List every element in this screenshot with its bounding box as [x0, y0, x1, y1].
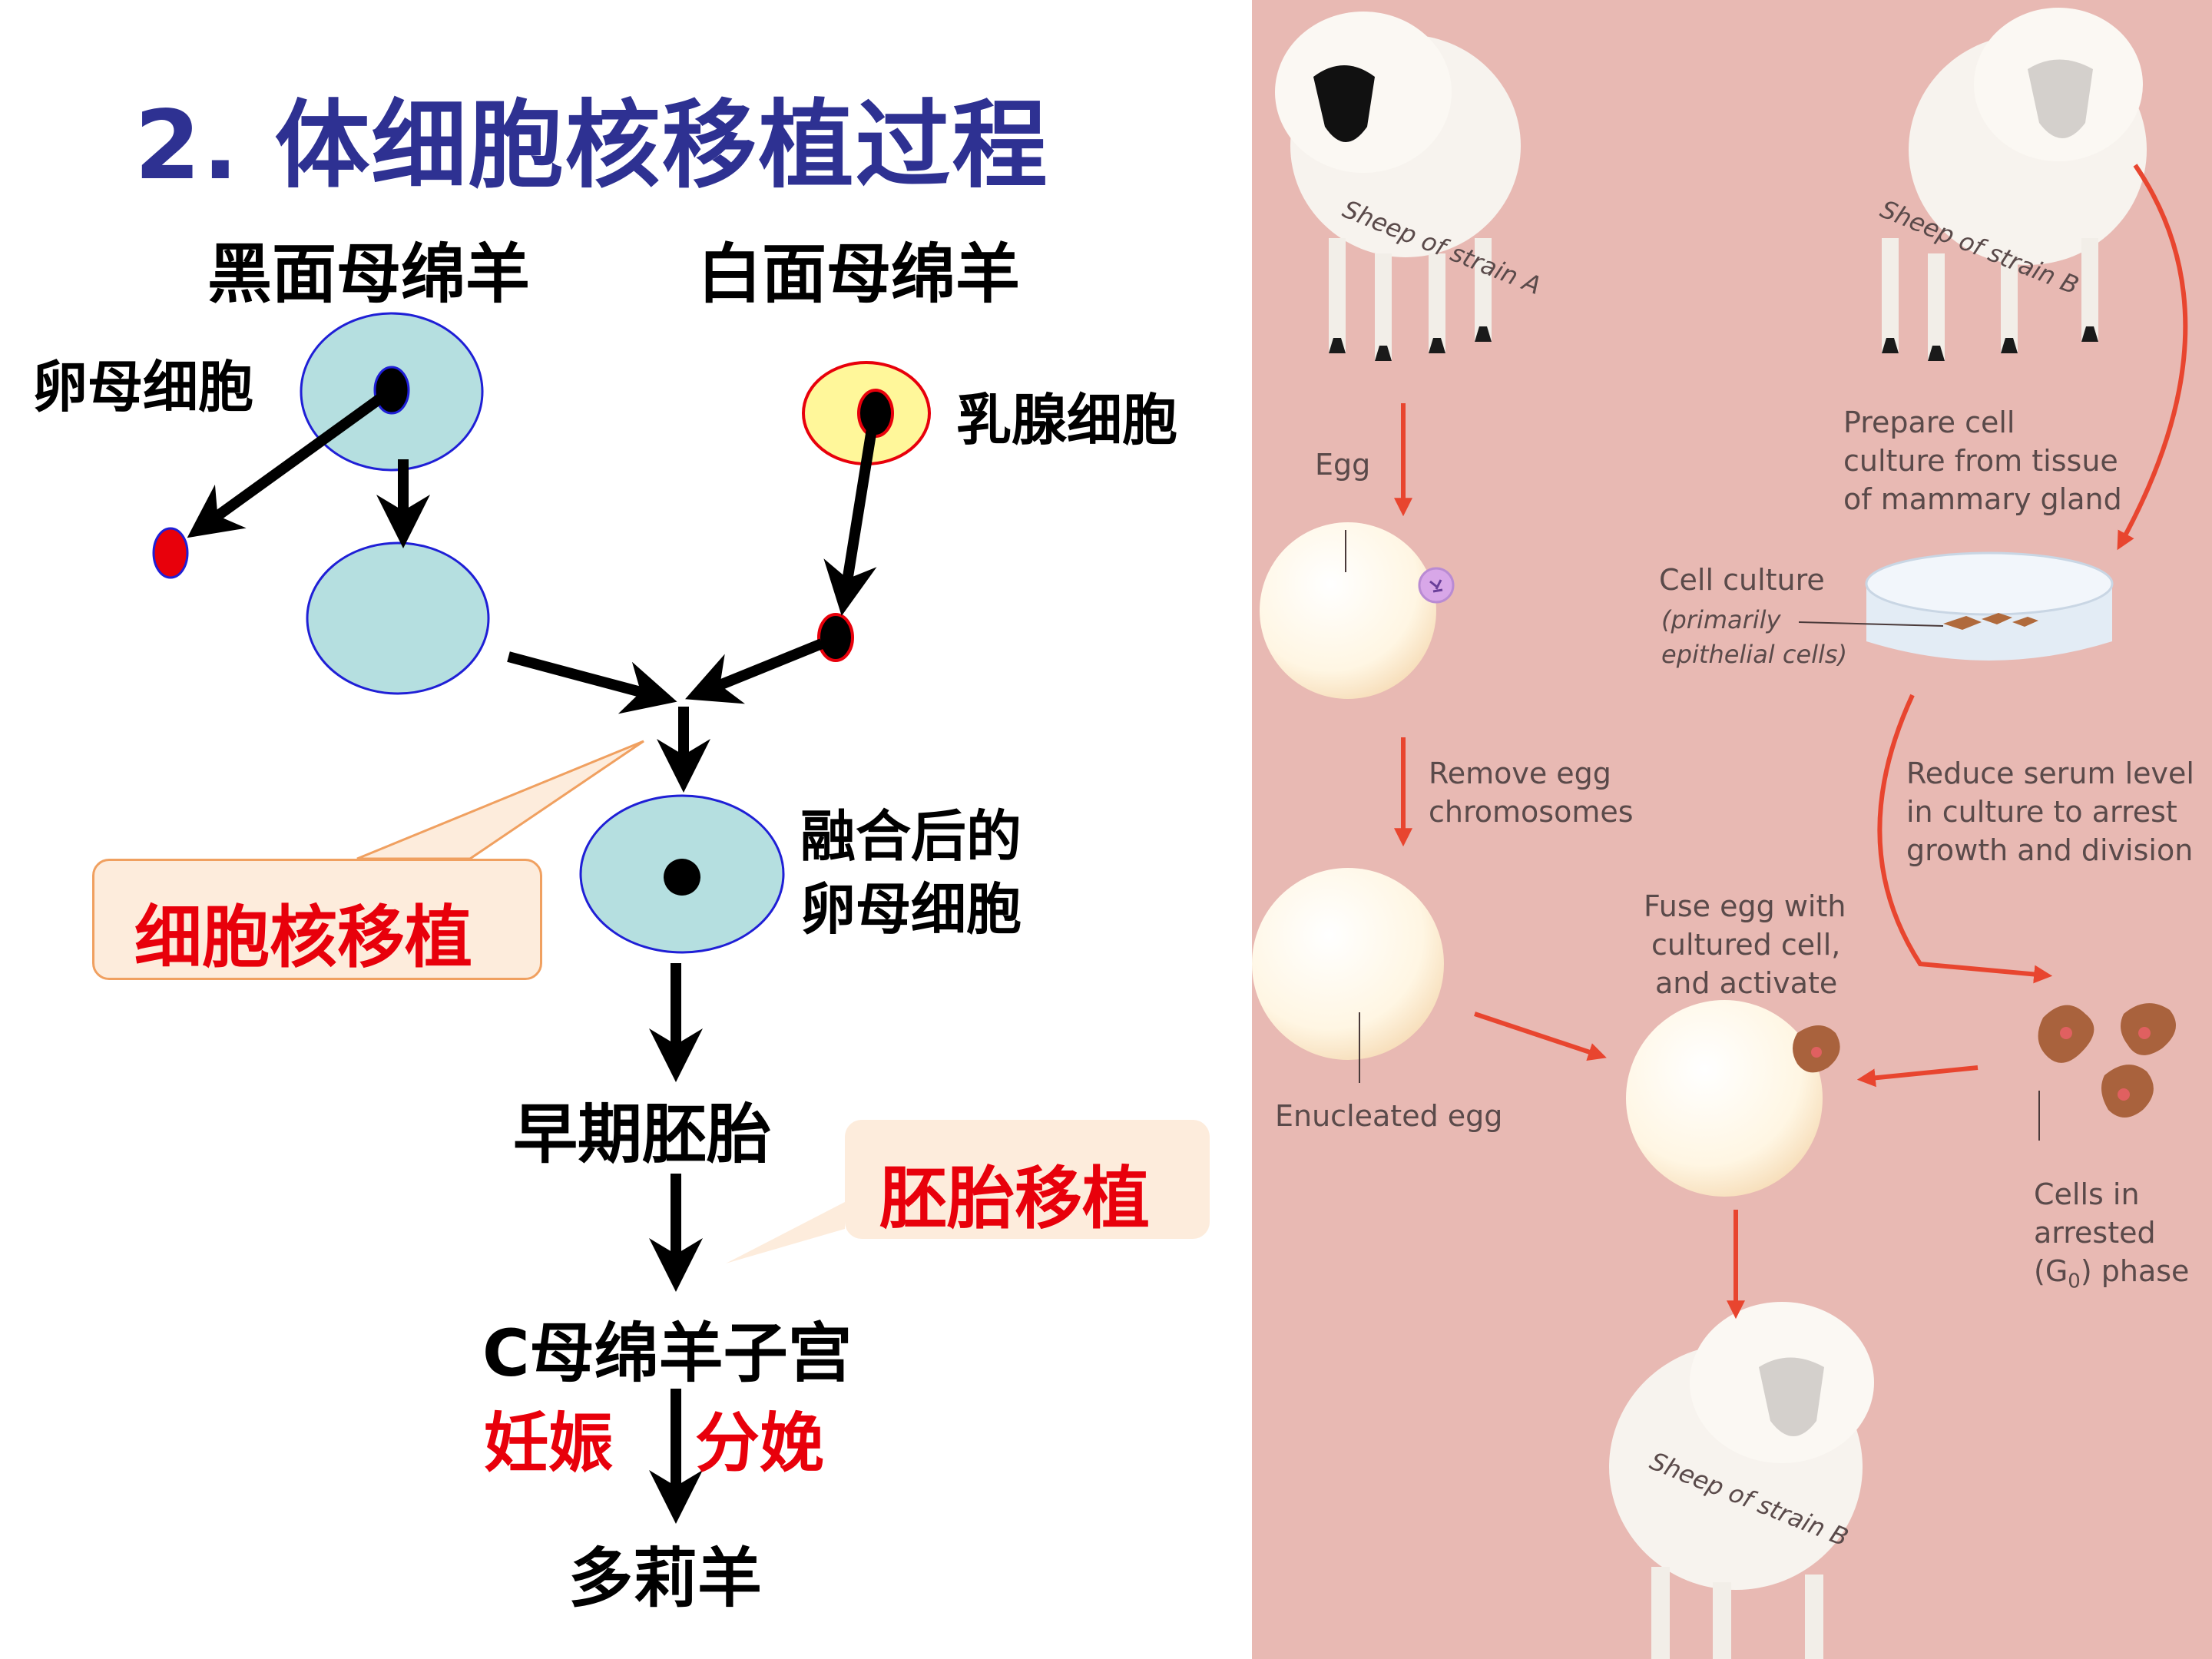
- remove-label-2: chromosomes: [1429, 795, 1634, 829]
- donor-nucleus: [817, 613, 854, 662]
- enucleated-egg-label: Enucleated egg: [1275, 1099, 1503, 1133]
- cloning-figure: Sheep of strain A Sheep of strain B Shee…: [1252, 0, 2212, 1659]
- fused-oocyte-label-1: 融合后的: [800, 804, 1022, 869]
- left-panel: 2. 体细胞核移植过程 黑面母绵羊 白面母绵羊 卵母细胞 乳腺细胞 融合后的 卵…: [32, 91, 1210, 1616]
- reduce-label-1: Reduce serum level: [1906, 757, 2194, 790]
- removed-nucleus: [152, 527, 189, 579]
- arrow-oocyte-to-fusion: [507, 651, 677, 714]
- prepare-label-3: of mammary gland: [1843, 482, 2122, 516]
- cell-culture-label: Cell culture: [1659, 563, 1825, 597]
- petri-dish-icon: [1865, 551, 2114, 661]
- embryo-transfer-label: 胚胎移植: [879, 1159, 1151, 1238]
- enucleated-oocyte: [306, 541, 490, 695]
- arrested-label-2: arrested: [2034, 1216, 2156, 1250]
- delivery-label: 分娩: [695, 1406, 825, 1481]
- enucleated-egg-icon: [1252, 868, 1444, 1060]
- offspring-sheep-icon: [1609, 1302, 1874, 1659]
- prepare-label-2: culture from tissue: [1843, 444, 2118, 478]
- arrow-remove-nucleus: [187, 386, 396, 538]
- surrogate-uterus-label: C母绵羊子宫: [482, 1316, 853, 1391]
- arrow-extract-nucleus: [823, 413, 879, 616]
- embryo-transfer-callout: [845, 1120, 1210, 1239]
- black-sheep-label: 黑面母绵羊: [207, 237, 531, 312]
- white-sheep-label: 白面母绵羊: [697, 237, 1021, 312]
- reduce-label-2: in culture to arrest: [1906, 795, 2177, 829]
- black-faced-sheep-icon: [1275, 12, 1521, 361]
- egg-icon: [1260, 522, 1436, 699]
- early-embryo-label: 早期胚胎: [513, 1097, 772, 1172]
- flow-diagram: [152, 312, 931, 1524]
- fuse-label-1: Fuse egg with: [1644, 889, 1846, 923]
- arrested-label-3: (G0) phase: [2034, 1254, 2190, 1293]
- dolly-label: 多莉羊: [568, 1541, 763, 1616]
- oocyte-label: 卵母细胞: [32, 355, 254, 419]
- fused-oocyte-label-2: 卵母细胞: [800, 877, 1022, 942]
- pregnancy-label: 妊娠: [484, 1406, 614, 1481]
- callout-tail-embryo-transfer: [726, 1202, 845, 1263]
- nuclear-transfer-callout: [92, 859, 542, 980]
- cloning-figure-art: [1252, 8, 2188, 1659]
- fused-egg-icon: [1626, 1000, 1823, 1197]
- arrested-cells-icon: [1793, 1003, 2176, 1118]
- arrested-label-1: Cells in: [2034, 1177, 2140, 1211]
- prepare-label-1: Prepare cell: [1843, 406, 2015, 439]
- cell-culture-note-1: (primarily: [1661, 605, 1781, 634]
- mammary-cell-label: 乳腺细胞: [956, 388, 1178, 452]
- fused-nucleus: [664, 859, 700, 896]
- white-faced-sheep-icon: [1882, 8, 2147, 361]
- page-title: 2. 体细胞核移植过程: [134, 91, 1049, 201]
- fuse-label-3: and activate: [1655, 966, 1838, 1000]
- reduce-label-3: growth and division: [1906, 833, 2194, 867]
- remove-label-1: Remove egg: [1429, 757, 1611, 790]
- nuclear-transfer-label: 细胞核移植: [134, 898, 473, 977]
- cell-culture-note-2: epithelial cells): [1661, 640, 1848, 669]
- arrow-nucleus-to-fusion: [685, 638, 824, 704]
- fuse-label-2: cultured cell,: [1651, 928, 1841, 962]
- egg-label: Egg: [1315, 448, 1371, 482]
